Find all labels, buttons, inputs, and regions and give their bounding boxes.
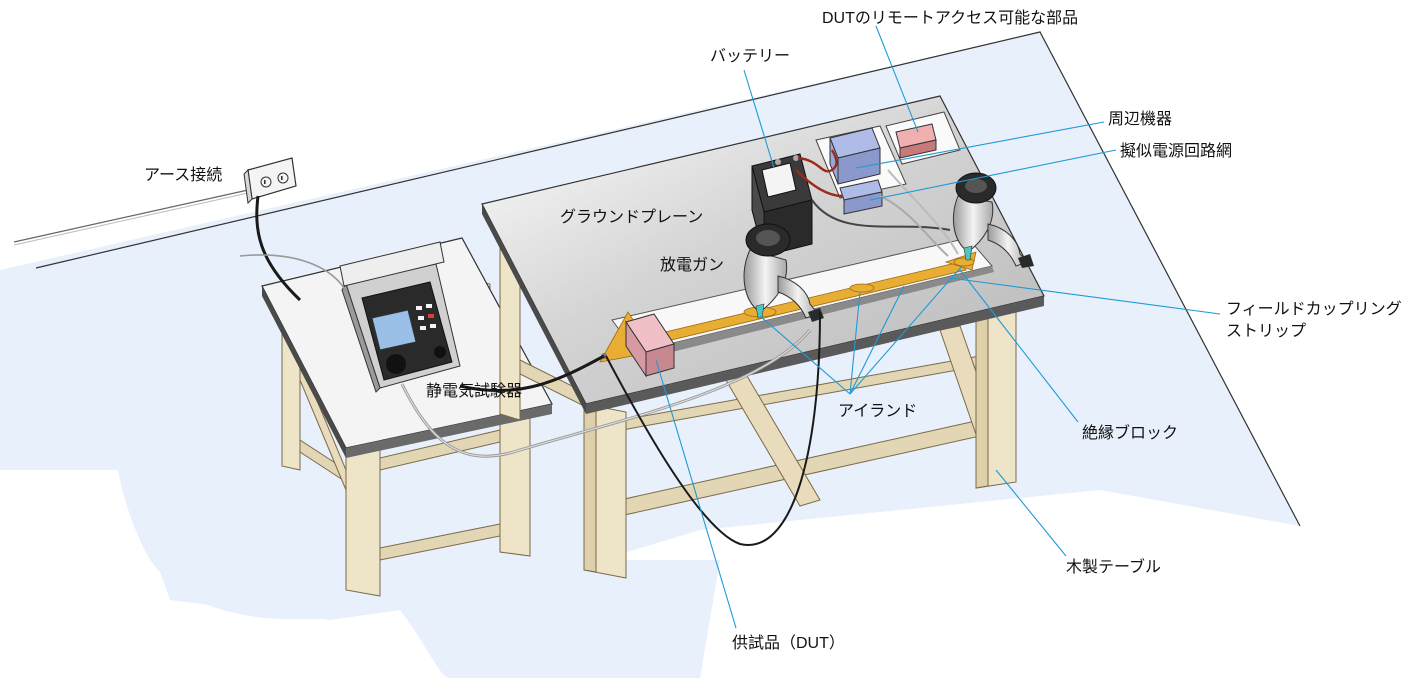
tester-ground-cable xyxy=(459,354,605,393)
label-insulation-block: 絶縁ブロック xyxy=(1082,423,1178,442)
tester-power-cable xyxy=(255,195,302,302)
leader-pseudo-network xyxy=(869,149,1117,201)
leader-island-1 xyxy=(759,315,851,395)
gun-gray-cable-inner xyxy=(401,329,811,457)
pseudo-network-cable xyxy=(879,195,949,257)
label-field-strip-line2: ストリップ xyxy=(1226,322,1306,340)
leader-dut xyxy=(655,359,737,629)
leader-field-strip xyxy=(949,277,1221,315)
pseudo-network-box xyxy=(839,179,883,215)
label-remote-parts: DUTのリモートアクセス可能な部品 xyxy=(822,9,1078,27)
leader-peripheral xyxy=(855,121,1105,169)
floor-blob-left xyxy=(111,250,721,678)
earth-wire-shadow xyxy=(13,192,249,246)
label-discharge-gun: 放電ガン xyxy=(660,256,724,274)
battery-red-cable-2 xyxy=(795,169,843,198)
remote-part-box xyxy=(895,123,937,159)
wall-floor-edge xyxy=(35,31,1301,527)
discharge-gun-front xyxy=(743,223,824,322)
label-battery: バッテリー xyxy=(710,48,790,65)
leader-battery xyxy=(743,69,775,169)
peripheral-box xyxy=(829,127,881,185)
label-esd-tester: 静電気試験器 xyxy=(426,382,522,400)
leader-wooden-table xyxy=(995,469,1067,557)
dut-box xyxy=(625,313,675,378)
battery-black-cable xyxy=(811,199,951,231)
peripheral-gray-cable xyxy=(887,169,959,255)
leader-island-3 xyxy=(849,265,963,395)
label-ground-plane: グラウンドプレーン xyxy=(560,208,703,226)
battery-red-cable xyxy=(797,149,838,173)
label-pseudo-network: 擬似電源回路網 xyxy=(1120,142,1232,160)
label-peripheral: 周辺機器 xyxy=(1108,110,1172,128)
label-dut: 供試品（DUT） xyxy=(732,634,845,652)
label-island: アイランド xyxy=(838,403,917,420)
wall-outlet-icon xyxy=(243,157,297,205)
esd-tester-icon xyxy=(339,241,461,393)
tester-earth-cable xyxy=(239,254,351,301)
label-earth-connection: アース接続 xyxy=(144,166,222,184)
leader-insulation-a xyxy=(959,269,1079,423)
label-wooden-table: 木製テーブル xyxy=(1066,557,1161,576)
leader-island-4 xyxy=(849,285,905,395)
earth-wire xyxy=(13,189,249,243)
label-field-strip-line1: フィールドカップリング xyxy=(1226,300,1402,318)
leader-remote-parts xyxy=(875,25,919,133)
gun-return-cable xyxy=(605,311,821,547)
leader-island-2 xyxy=(849,291,861,395)
